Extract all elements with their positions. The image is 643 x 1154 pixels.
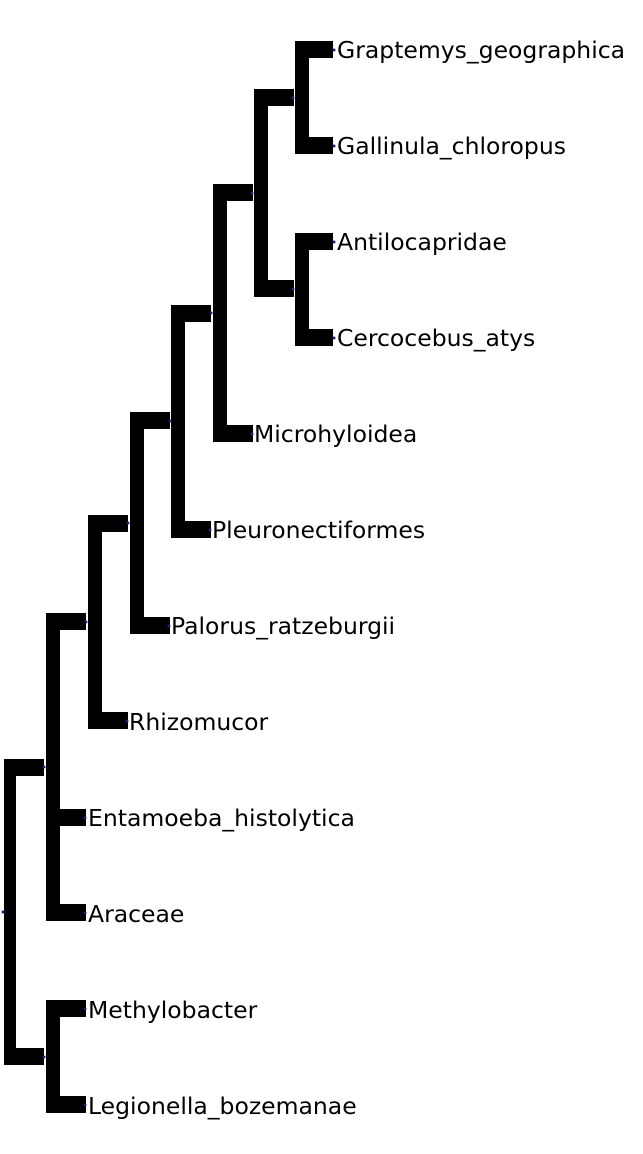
leaf-label-rhizomucor: Rhizomucor (129, 708, 269, 736)
leaf-dot-pleuronectiformes (208, 528, 212, 532)
branch-to-araceae (46, 904, 86, 921)
branch-bigclade-to-rhizo-clade (46, 613, 86, 630)
leaf-dot-entamoeba (83, 816, 87, 820)
leaf-dot-rhizomucor (125, 719, 129, 723)
branch-rhizo-to-palorus-clade (88, 515, 128, 532)
leaf-dot-palorus (167, 624, 171, 628)
branch-ac-vertical (295, 233, 309, 346)
branch-palorus-to-pleuro-clade (130, 412, 170, 429)
branch-to-graptemys (295, 41, 333, 58)
branch-bigclade-vertical (46, 613, 60, 921)
leaf-labels: Graptemys_geographica Gallinula_chloropu… (88, 36, 625, 1120)
branch-to-microhyloidea (213, 425, 253, 442)
branch-pleuro-vertical (171, 305, 185, 538)
leaf-dot-graptemys (332, 48, 336, 52)
node-dot-micro-clade (209, 311, 213, 315)
leaf-label-methylobacter: Methylobacter (88, 996, 258, 1024)
branch-root-to-big-clade (4, 759, 44, 776)
leaf-label-gallinula: Gallinula_chloropus (337, 132, 566, 160)
branch-to-palorus (130, 617, 170, 634)
leaf-dot-microhyloidea (250, 432, 254, 436)
branch-micro-to-top-clade (213, 184, 253, 201)
branch-pleuro-to-micro-clade (171, 305, 211, 322)
leaf-label-antilocapridae: Antilocapridae (337, 228, 507, 256)
branch-to-legionella (46, 1096, 86, 1113)
leaf-dot-araceae (83, 911, 87, 915)
branch-to-methylobacter (46, 1000, 86, 1017)
branch-to-pleuronectiformes (171, 521, 211, 538)
node-dot-root (1, 910, 5, 914)
leaf-label-legionella: Legionella_bozemanae (88, 1092, 357, 1120)
leaf-label-microhyloidea: Microhyloidea (254, 420, 417, 448)
branch-to-cercocebus (295, 329, 333, 346)
leaf-dot-legionella (83, 1103, 87, 1107)
node-dot-palorus-clade (126, 521, 130, 525)
branch-root-vertical (4, 759, 16, 1065)
leaf-label-entamoeba: Entamoeba_histolytica (88, 804, 355, 832)
tree-branches (4, 41, 333, 1113)
branch-to-gallinula (295, 137, 333, 154)
branch-to-antilocapridae (295, 233, 333, 250)
branch-palorus-vertical (130, 412, 144, 634)
branch-methylo-vertical (46, 1000, 60, 1113)
node-dot-methylo-clade (42, 1055, 46, 1059)
branch-top-vertical (254, 89, 268, 297)
branch-top-to-ac-clade (254, 280, 294, 297)
leaf-label-cercocebus: Cercocebus_atys (337, 324, 535, 352)
node-dot-pleuro-clade (168, 419, 172, 423)
leaf-label-graptemys: Graptemys_geographica (337, 36, 625, 64)
node-dot-ac-clade (291, 287, 295, 291)
branch-to-rhizomucor (88, 712, 128, 729)
leaf-label-pleuronectiformes: Pleuronectiformes (212, 516, 425, 544)
node-dot-top-clade (250, 191, 254, 195)
leaf-dot-antilocapridae (332, 240, 336, 244)
node-dot-rhizo-clade (84, 620, 88, 624)
branch-gg-vertical (295, 41, 309, 154)
node-dots (1, 48, 336, 1107)
leaf-dot-methylobacter (83, 1007, 87, 1011)
leaf-dot-gallinula (332, 144, 336, 148)
node-dot-gg-clade (291, 96, 295, 100)
leaf-label-araceae: Araceae (88, 900, 184, 928)
branch-rhizo-vertical (88, 515, 102, 729)
branch-root-to-methylo-clade (4, 1048, 44, 1065)
branch-top-to-gg-clade (254, 89, 294, 106)
leaf-dot-cercocebus (332, 336, 336, 340)
branch-micro-vertical (213, 184, 227, 442)
leaf-label-palorus: Palorus_ratzeburgii (171, 612, 395, 640)
node-dot-big-clade (42, 765, 46, 769)
branch-to-entamoeba (46, 809, 86, 826)
